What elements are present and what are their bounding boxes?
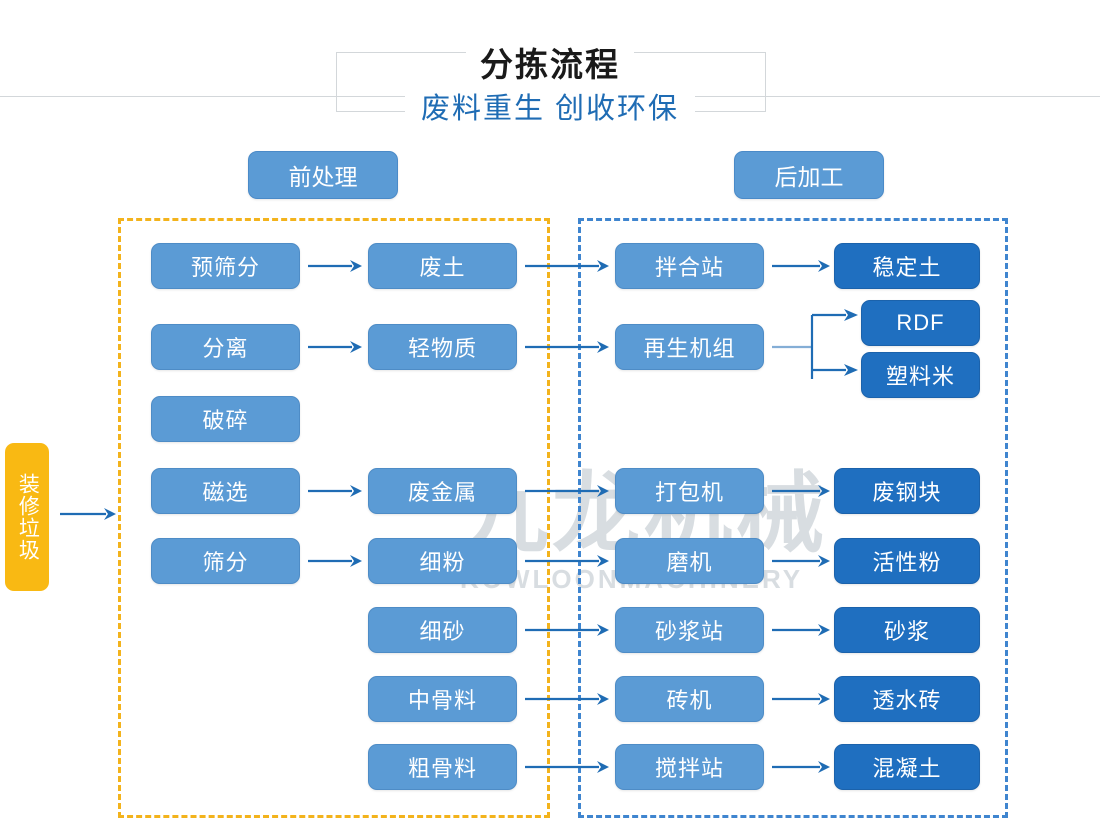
arrow-input-to-pretreatment (60, 506, 116, 522)
node-concrete[interactable]: 混凝土 (834, 744, 980, 790)
node-crush[interactable]: 破碎 (151, 396, 300, 442)
node-separate-label: 分离 (202, 336, 249, 361)
node-mid-aggregate-label: 中骨料 (407, 688, 477, 713)
node-mortar[interactable]: 砂浆 (834, 607, 980, 653)
arrow-mid-aggregate-to-brick-machine (525, 691, 609, 707)
node-mixing-station[interactable]: 拌合站 (615, 243, 764, 289)
node-mixing-station-label: 拌合站 (654, 255, 724, 280)
section-badge-postprocessing: 后加工 (734, 151, 884, 199)
input-node-label: 装修垃圾 (16, 473, 40, 561)
arrow-brick-machine-to-permeable-brick (772, 691, 830, 707)
arrow-coarse-aggregate-to-concrete-station (525, 759, 609, 775)
section-badge-postprocessing-label: 后加工 (774, 164, 844, 190)
arrow-waste-metal-to-baler (525, 483, 609, 499)
arrow-waste-soil-to-mixing-station (525, 258, 609, 274)
arrow-fine-sand-to-mortar-station (525, 622, 609, 638)
node-waste-metal[interactable]: 废金属 (368, 468, 517, 514)
node-active-powder-label: 活性粉 (872, 550, 942, 575)
node-mill[interactable]: 磨机 (615, 538, 764, 584)
arrow-fine-powder-to-mill (525, 553, 609, 569)
node-baler[interactable]: 打包机 (615, 468, 764, 514)
page-subtitle-text: 废料重生 创收环保 (404, 93, 696, 125)
node-plastic-pellet[interactable]: 塑料米 (861, 352, 980, 398)
node-mortar-label: 砂浆 (883, 619, 930, 644)
node-crush-label: 破碎 (202, 408, 249, 433)
node-mill-label: 磨机 (666, 550, 713, 575)
node-sieve-label: 筛分 (202, 550, 249, 575)
node-pre-screen-label: 预筛分 (190, 255, 260, 280)
arrow-recycle-unit-branch (772, 309, 864, 379)
node-concrete-station[interactable]: 搅拌站 (615, 744, 764, 790)
node-magnetic-label: 磁选 (202, 480, 249, 505)
node-waste-soil-label: 废土 (419, 255, 466, 280)
node-brick-machine[interactable]: 砖机 (615, 676, 764, 722)
node-fine-powder[interactable]: 细粉 (368, 538, 517, 584)
node-recycle-unit-label: 再生机组 (643, 336, 736, 361)
node-plastic-pellet-label: 塑料米 (885, 364, 955, 389)
node-baler-label: 打包机 (654, 480, 724, 505)
node-magnetic[interactable]: 磁选 (151, 468, 300, 514)
arrow-light-material-to-recycle-unit (525, 339, 609, 355)
node-coarse-aggregate-label: 粗骨料 (407, 756, 477, 781)
node-mortar-station-label: 砂浆站 (654, 619, 724, 644)
node-coarse-aggregate[interactable]: 粗骨料 (368, 744, 517, 790)
node-active-powder[interactable]: 活性粉 (834, 538, 980, 584)
node-stabilized-soil-label: 稳定土 (872, 255, 942, 280)
node-light-material-label: 轻物质 (407, 336, 477, 361)
node-waste-metal-label: 废金属 (407, 480, 477, 505)
node-scrap-steel-label: 废钢块 (872, 480, 942, 505)
page-title-text: 分拣流程 (466, 46, 634, 83)
node-waste-soil[interactable]: 废土 (368, 243, 517, 289)
node-rdf[interactable]: RDF (861, 300, 980, 346)
node-permeable-brick[interactable]: 透水砖 (834, 676, 980, 722)
node-concrete-station-label: 搅拌站 (654, 756, 724, 781)
node-fine-sand-label: 细砂 (419, 619, 466, 644)
input-node-construction-waste: 装修垃圾 (5, 443, 49, 591)
arrow-sieve-to-fine-powder (308, 553, 362, 569)
node-light-material[interactable]: 轻物质 (368, 324, 517, 370)
node-permeable-brick-label: 透水砖 (872, 688, 942, 713)
arrow-concrete-station-to-concrete (772, 759, 830, 775)
node-mortar-station[interactable]: 砂浆站 (615, 607, 764, 653)
node-concrete-label: 混凝土 (872, 756, 942, 781)
node-brick-machine-label: 砖机 (666, 688, 713, 713)
section-badge-pretreatment: 前处理 (248, 151, 398, 199)
node-separate[interactable]: 分离 (151, 324, 300, 370)
arrow-separate-to-light-material (308, 339, 362, 355)
arrow-mill-to-active-powder (772, 553, 830, 569)
node-mid-aggregate[interactable]: 中骨料 (368, 676, 517, 722)
node-sieve[interactable]: 筛分 (151, 538, 300, 584)
arrow-baler-to-scrap-steel (772, 483, 830, 499)
page-subtitle: 废料重生 创收环保 (0, 85, 1100, 127)
section-badge-pretreatment-label: 前处理 (288, 164, 358, 190)
arrow-mixing-station-to-stabilized-soil (772, 258, 830, 274)
arrow-pre-screen-to-waste-soil (308, 258, 362, 274)
node-rdf-label: RDF (896, 310, 945, 335)
arrow-magnetic-to-waste-metal (308, 483, 362, 499)
node-recycle-unit[interactable]: 再生机组 (615, 324, 764, 370)
group-frame-pretreatment (118, 218, 550, 818)
node-stabilized-soil[interactable]: 稳定土 (834, 243, 980, 289)
node-fine-sand[interactable]: 细砂 (368, 607, 517, 653)
node-scrap-steel[interactable]: 废钢块 (834, 468, 980, 514)
page-title: 分拣流程 (0, 38, 1100, 86)
node-pre-screen[interactable]: 预筛分 (151, 243, 300, 289)
node-fine-powder-label: 细粉 (419, 550, 466, 575)
arrow-mortar-station-to-mortar (772, 622, 830, 638)
